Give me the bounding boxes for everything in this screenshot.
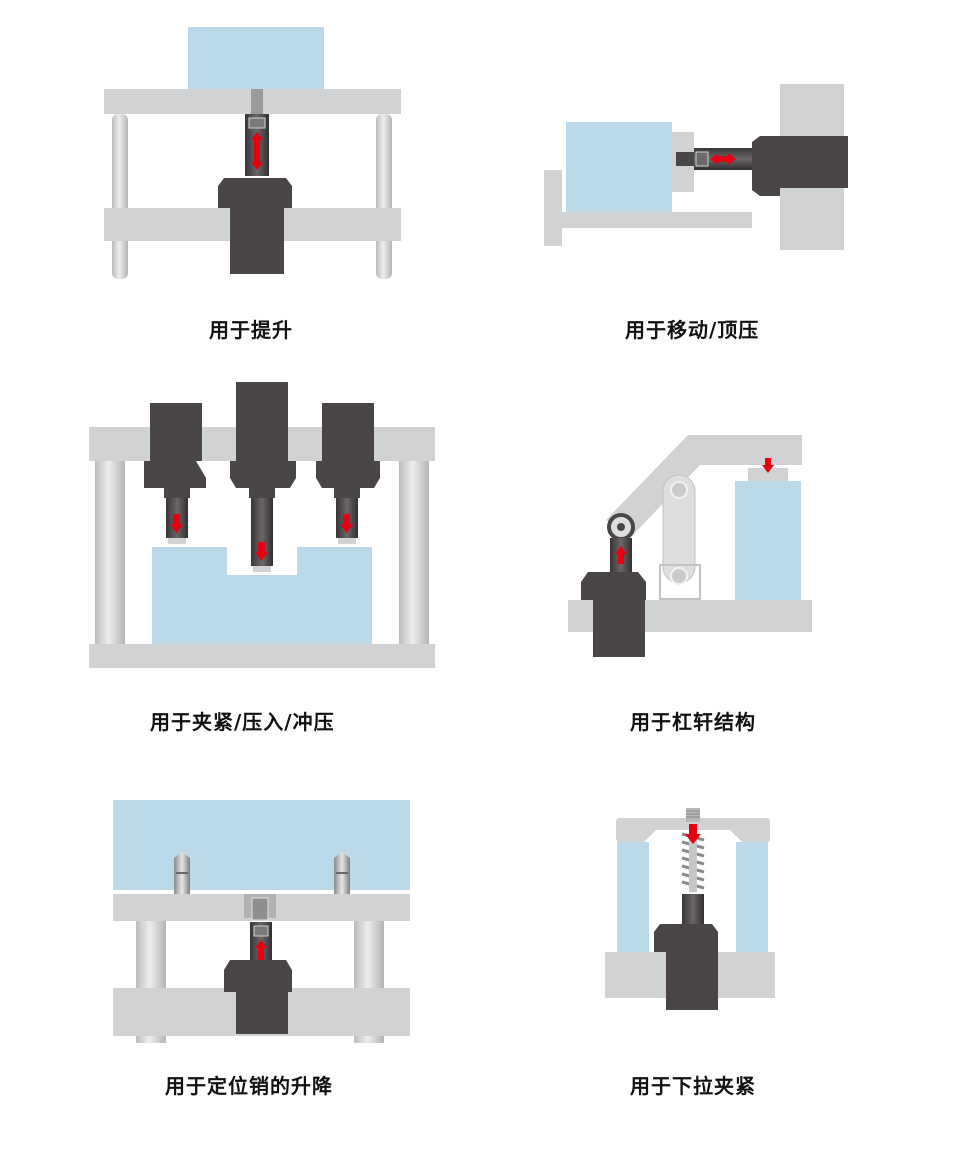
panel-pull-down-clamp: 用于下拉夹紧 bbox=[480, 760, 961, 1165]
cylinder-head bbox=[654, 924, 718, 952]
lever-arm bbox=[606, 435, 802, 538]
right-column bbox=[399, 461, 429, 644]
caption-lever: 用于杠轩结构 bbox=[630, 710, 756, 734]
left-locating-pin-icon bbox=[174, 852, 190, 894]
cylinder-body bbox=[666, 952, 718, 1010]
caption-lifting: 用于提升 bbox=[209, 318, 293, 342]
cylinder-head bbox=[218, 178, 292, 208]
cylinder-head bbox=[581, 572, 646, 600]
right-column bbox=[376, 114, 392, 279]
cylinder-body bbox=[593, 600, 645, 657]
up-arrow-icon bbox=[615, 546, 627, 564]
panel-lifting: 用于提升 bbox=[0, 0, 480, 360]
nut bbox=[248, 117, 266, 129]
caption-clamp-press-punch: 用于夹紧/压入/冲压 bbox=[150, 710, 335, 734]
middle-cylinder bbox=[230, 382, 296, 572]
workpiece bbox=[735, 481, 801, 600]
panel-clamp-press-punch: 用于夹紧/压入/冲压 bbox=[0, 360, 480, 760]
lever-diagram bbox=[568, 435, 812, 657]
link-top-pivot bbox=[670, 481, 688, 499]
cylinder-head bbox=[224, 960, 292, 992]
piston-rod bbox=[682, 894, 704, 924]
rod-adapter bbox=[676, 152, 696, 166]
base-rail bbox=[562, 212, 752, 228]
link-bottom-pivot bbox=[670, 567, 688, 585]
left-workpiece bbox=[617, 842, 649, 952]
workpiece bbox=[152, 547, 372, 644]
middle-down-arrow-icon bbox=[255, 542, 268, 561]
pin-guide bbox=[244, 894, 276, 921]
panel-moving-pushing: 用于移动/顶压 bbox=[480, 0, 961, 360]
panel-lever: 用于杠轩结构 bbox=[480, 360, 961, 760]
cylinder-body bbox=[236, 992, 288, 1034]
caption-pin-lifting: 用于定位销的升降 bbox=[165, 1074, 333, 1098]
right-down-arrow-icon bbox=[340, 514, 353, 533]
panel-pin-lifting: 用于定位销的升降 bbox=[0, 760, 480, 1165]
clamp-press-punch-diagram bbox=[89, 382, 435, 668]
stud-threads bbox=[686, 810, 700, 818]
left-column bbox=[95, 461, 125, 644]
rod-adapter bbox=[251, 89, 263, 114]
caption-pull-down-clamp: 用于下拉夹紧 bbox=[630, 1074, 756, 1098]
nut bbox=[253, 925, 269, 937]
threaded-stud bbox=[686, 808, 700, 822]
right-workpiece bbox=[736, 842, 768, 952]
left-down-arrow-icon bbox=[170, 514, 183, 533]
rod-eye-pin bbox=[617, 523, 625, 531]
pressure-pad bbox=[748, 468, 788, 481]
right-locating-pin-icon bbox=[334, 852, 350, 894]
spring-rod bbox=[689, 830, 697, 892]
pull-down-clamp-diagram bbox=[605, 808, 775, 1010]
cylinder-head bbox=[752, 136, 780, 196]
left-column bbox=[112, 114, 128, 279]
up-down-arrow-icon bbox=[251, 132, 263, 170]
nut bbox=[695, 151, 709, 167]
horizontal-arrow-icon bbox=[710, 153, 736, 165]
link-support bbox=[659, 564, 701, 600]
workpiece bbox=[113, 800, 410, 890]
left-stop bbox=[544, 170, 562, 246]
caption-moving-pushing: 用于移动/顶压 bbox=[625, 318, 760, 342]
workpiece bbox=[188, 27, 324, 89]
down-arrow-icon bbox=[685, 824, 701, 844]
workpiece bbox=[566, 122, 672, 212]
pad-down-arrow-icon bbox=[762, 458, 774, 473]
cylinder-body bbox=[780, 136, 848, 188]
pin-lifting-diagram bbox=[113, 800, 410, 1043]
cylinder-body bbox=[230, 208, 284, 274]
lifting-diagram bbox=[104, 27, 401, 279]
moving-pushing-diagram bbox=[544, 84, 848, 250]
bottom-plate bbox=[89, 644, 435, 668]
